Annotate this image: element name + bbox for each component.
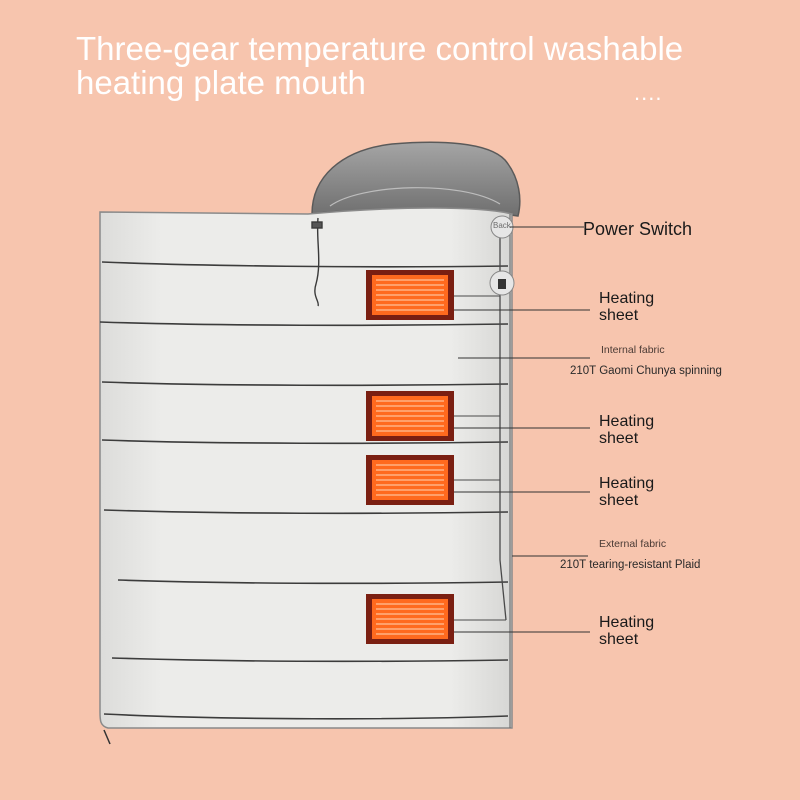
power-switch-label: Power Switch	[583, 219, 693, 239]
heating-sheet-label-line-2: sheet	[599, 631, 639, 648]
heating-sheet-label-line-1: Heating	[599, 413, 655, 430]
heating-sheet-4	[366, 594, 454, 644]
heating-sheet-label-2: Heating sheet	[599, 413, 654, 447]
heating-sheet-3	[366, 455, 454, 505]
internal-fabric-value: 210T Gaomi Chunya spinning	[570, 365, 722, 377]
external-fabric-value: 210T tearing-resistant Plaid	[560, 559, 701, 571]
heating-sheet-label-line-2: sheet	[599, 430, 639, 447]
heating-sheet-label-line-2: sheet	[599, 492, 639, 509]
title-line-2: heating plate mouth	[76, 64, 366, 101]
title: Three-gear temperature control washable …	[76, 32, 776, 100]
heating-sheet-label-4: Heating sheet	[599, 614, 654, 648]
zip-pull-icon	[103, 729, 111, 745]
title-dots: ....	[634, 80, 663, 105]
heater-connections	[454, 295, 506, 621]
heater-wire	[499, 228, 507, 621]
heating-sheet-2	[366, 391, 454, 441]
heating-sheet-label-3: Heating sheet	[599, 475, 654, 509]
hood-inner	[329, 187, 501, 207]
hood	[311, 141, 521, 217]
heating-sheet-label-line-1: Heating	[599, 614, 655, 631]
title-line-1: Three-gear temperature control washable	[76, 30, 684, 67]
heating-sheet-label-1: Heating sheet	[599, 290, 654, 324]
quilting-lines	[99, 261, 509, 720]
internal-fabric-title: Internal fabric	[601, 344, 665, 356]
drawstring	[311, 217, 323, 307]
callout-lines	[454, 226, 590, 633]
heating-sheet-label-line-2: sheet	[599, 307, 639, 324]
heating-sheet-label-line-1: Heating	[599, 475, 655, 492]
heating-sheet-label-line-1: Heating	[599, 290, 655, 307]
heating-sheet-1	[366, 270, 454, 320]
external-fabric-title: External fabric	[599, 538, 667, 550]
switch-tag: Back	[493, 221, 511, 230]
